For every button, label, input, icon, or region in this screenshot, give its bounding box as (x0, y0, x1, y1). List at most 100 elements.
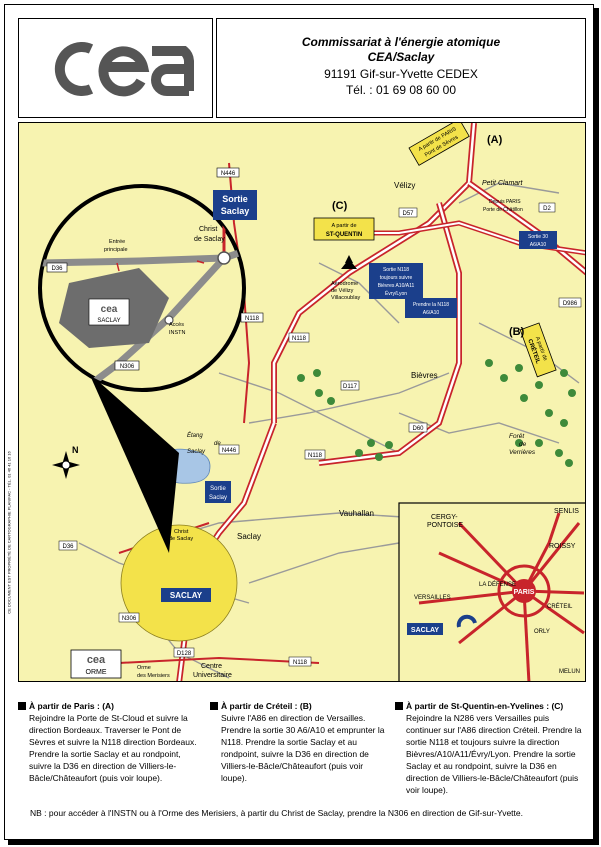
overview-paris: PARIS (514, 589, 535, 596)
svg-text:SACLAY: SACLAY (170, 591, 203, 600)
road-n118-c: N118 (293, 660, 308, 666)
directions-st-quentin: À partir de St-Quentin-en-Yvelines : (C)… (395, 700, 585, 796)
bullet-square (210, 702, 218, 710)
inset-acces-label: Accès (169, 322, 184, 328)
overview-cergy: CERGY- (431, 514, 458, 521)
place-vauhallan: Vauhallan (339, 509, 374, 518)
road-n118-a: N118 (292, 336, 307, 342)
callout-tail (89, 373, 179, 553)
sign-sortie-30: Sortie 30 A6/A10 (519, 231, 557, 249)
road-d60: D60 (412, 426, 424, 432)
bullet-square (18, 702, 26, 710)
badge-saclay: SACLAY (161, 588, 211, 602)
credit-text: CE DOCUMENT EST PROPRIÉTÉ DE CARTOGRAPHI… (6, 451, 12, 614)
place-etang: Étang (187, 432, 203, 439)
inset-road-n306: N306 (120, 364, 135, 370)
place-universitaire: Universitaire (193, 672, 232, 679)
inset-christ-label: Christ (199, 226, 217, 233)
directions-creteil-head: À partir de Créteil : (B) (221, 701, 312, 711)
inset-desaclay-label: de Saclay (194, 236, 225, 243)
place-christ-de-saclay: de Saclay (169, 536, 193, 542)
inset-instn-label: INSTN (169, 330, 186, 336)
overview-versailles: VERSAILLES (414, 595, 451, 601)
svg-text:Saclay: Saclay (209, 495, 227, 501)
inset-road-d36: D36 (51, 266, 63, 272)
directions-paris: À partir de Paris : (A) Rejoindre la Por… (18, 700, 203, 784)
north-label: N (72, 445, 79, 455)
cea-logo-box: cea (18, 18, 213, 118)
road-n446: N446 (222, 448, 237, 454)
org-name: Commissariat à l'énergie atomique (301, 35, 501, 49)
road-d986: D986 (563, 301, 578, 307)
postal-address: 91191 Gif-sur-Yvette CEDEX (324, 67, 478, 81)
road-n306: N306 (122, 616, 137, 622)
svg-text:Évry/Lyon: Évry/Lyon (385, 290, 407, 297)
logo-text: cea (19, 19, 21, 20)
marker-b: (B) (509, 326, 525, 338)
overview-senlis: SENLIS (554, 508, 579, 515)
place-etang-de: de (214, 441, 221, 447)
road-d57: D57 (402, 211, 414, 217)
marker-a: (A) (487, 134, 503, 146)
place-depuis-paris: Depuis PARIS (489, 199, 521, 205)
sign-sortie-n118: Sortie N118 toujours suivre Bièvres A10/… (369, 263, 423, 299)
svg-text:ORME: ORME (86, 669, 107, 676)
road-labels: N118 D117 N118 D57 D60 D36 N306 D128 N11… (58, 202, 582, 667)
sign-sortie-saclay: Sortie Saclay (205, 481, 231, 503)
cea-logo: cea (19, 19, 194, 97)
directions-st-quentin-text: Rejoindre la N286 vers Versailles puis c… (406, 713, 582, 795)
road-d36: D36 (62, 544, 74, 550)
inset-cea-mini: cea (101, 304, 118, 315)
directions-st-quentin-head: À partir de St-Quentin-en-Yvelines : (C) (406, 701, 564, 711)
overview-inset: PARIS CERGY- PONTOISE ROISSY SENLIS LA D… (398, 502, 585, 681)
inset-saclay-logo-box (88, 298, 130, 326)
svg-text:cea: cea (87, 654, 106, 666)
directions-paris-head: À partir de Paris : (A) (29, 701, 115, 711)
place-aerodrome-velizy: de Vélizy (331, 288, 354, 294)
airplane-icon (341, 255, 357, 269)
place-foret: Forêt (509, 433, 525, 440)
road-d2: D2 (543, 206, 551, 212)
directions-creteil: À partir de Créteil : (B) Suivre l'A86 e… (210, 700, 390, 784)
saclay-zone-circle (120, 524, 238, 642)
place-aerodrome: Aérodrome (331, 281, 358, 287)
road-d128: D128 (177, 651, 192, 657)
place-christ: Christ (174, 529, 189, 535)
inset-saclay-logo-label: SACLAY (97, 318, 120, 324)
nb-note: NB : pour accéder à l'INSTN ou à l'Orme … (30, 808, 523, 818)
inset-road-n446: N446 (221, 171, 236, 177)
place-villacoublay: Villacoublay (331, 295, 361, 301)
inset-road-n118: N118 (245, 316, 260, 322)
svg-text:Sortie 30: Sortie 30 (528, 234, 548, 240)
svg-text:Prendre la N118: Prendre la N118 (413, 302, 449, 308)
svg-text:ST-QUENTIN: ST-QUENTIN (326, 232, 362, 238)
badge-orme: cea ORME (70, 649, 122, 679)
place-verrieres: Verrières (509, 449, 536, 456)
inset-entree-label: Entrée (109, 239, 125, 245)
directions-creteil-text: Suivre l'A86 en direction de Versailles.… (221, 713, 385, 783)
place-de: de (519, 441, 527, 448)
address-box: Commissariat à l'énergie atomique CEA/Sa… (216, 18, 586, 118)
inset-saclay-label: Saclay (221, 206, 250, 216)
overview-orly: ORLY (534, 629, 550, 635)
inset-sortie-saclay-sign (213, 190, 257, 220)
page-shadow-right (594, 8, 599, 844)
overview-roissy: ROISSY (549, 543, 576, 550)
sign-a-partir-st-quentin: A partir de ST-QUENTIN (313, 217, 375, 241)
place-porte-chatillon: Porte de Châtillon (483, 207, 523, 213)
svg-text:A6/A10: A6/A10 (530, 242, 547, 248)
place-etang-saclay: Saclay (187, 449, 206, 455)
sign-a-partir-paris: A partir de PARIS Pont de Sèvres (408, 123, 470, 166)
place-petit-clamart: Petit Clamart (482, 180, 524, 187)
overview-saclay: SACLAY (411, 627, 439, 634)
marker-c: (C) (332, 200, 348, 212)
svg-text:toujours suivre: toujours suivre (380, 275, 413, 281)
bullet-square (395, 702, 403, 710)
sign-a-partir-creteil: A partir de CRÉTEIL (519, 322, 557, 378)
phone-number: Tél. : 01 69 08 60 00 (345, 83, 457, 97)
place-bievres: Bièvres (411, 371, 438, 380)
place-saclay: Saclay (237, 532, 261, 541)
place-velizy: Vélizy (394, 181, 415, 190)
svg-text:Sortie N118: Sortie N118 (383, 267, 409, 273)
road-d117: D117 (343, 384, 358, 390)
